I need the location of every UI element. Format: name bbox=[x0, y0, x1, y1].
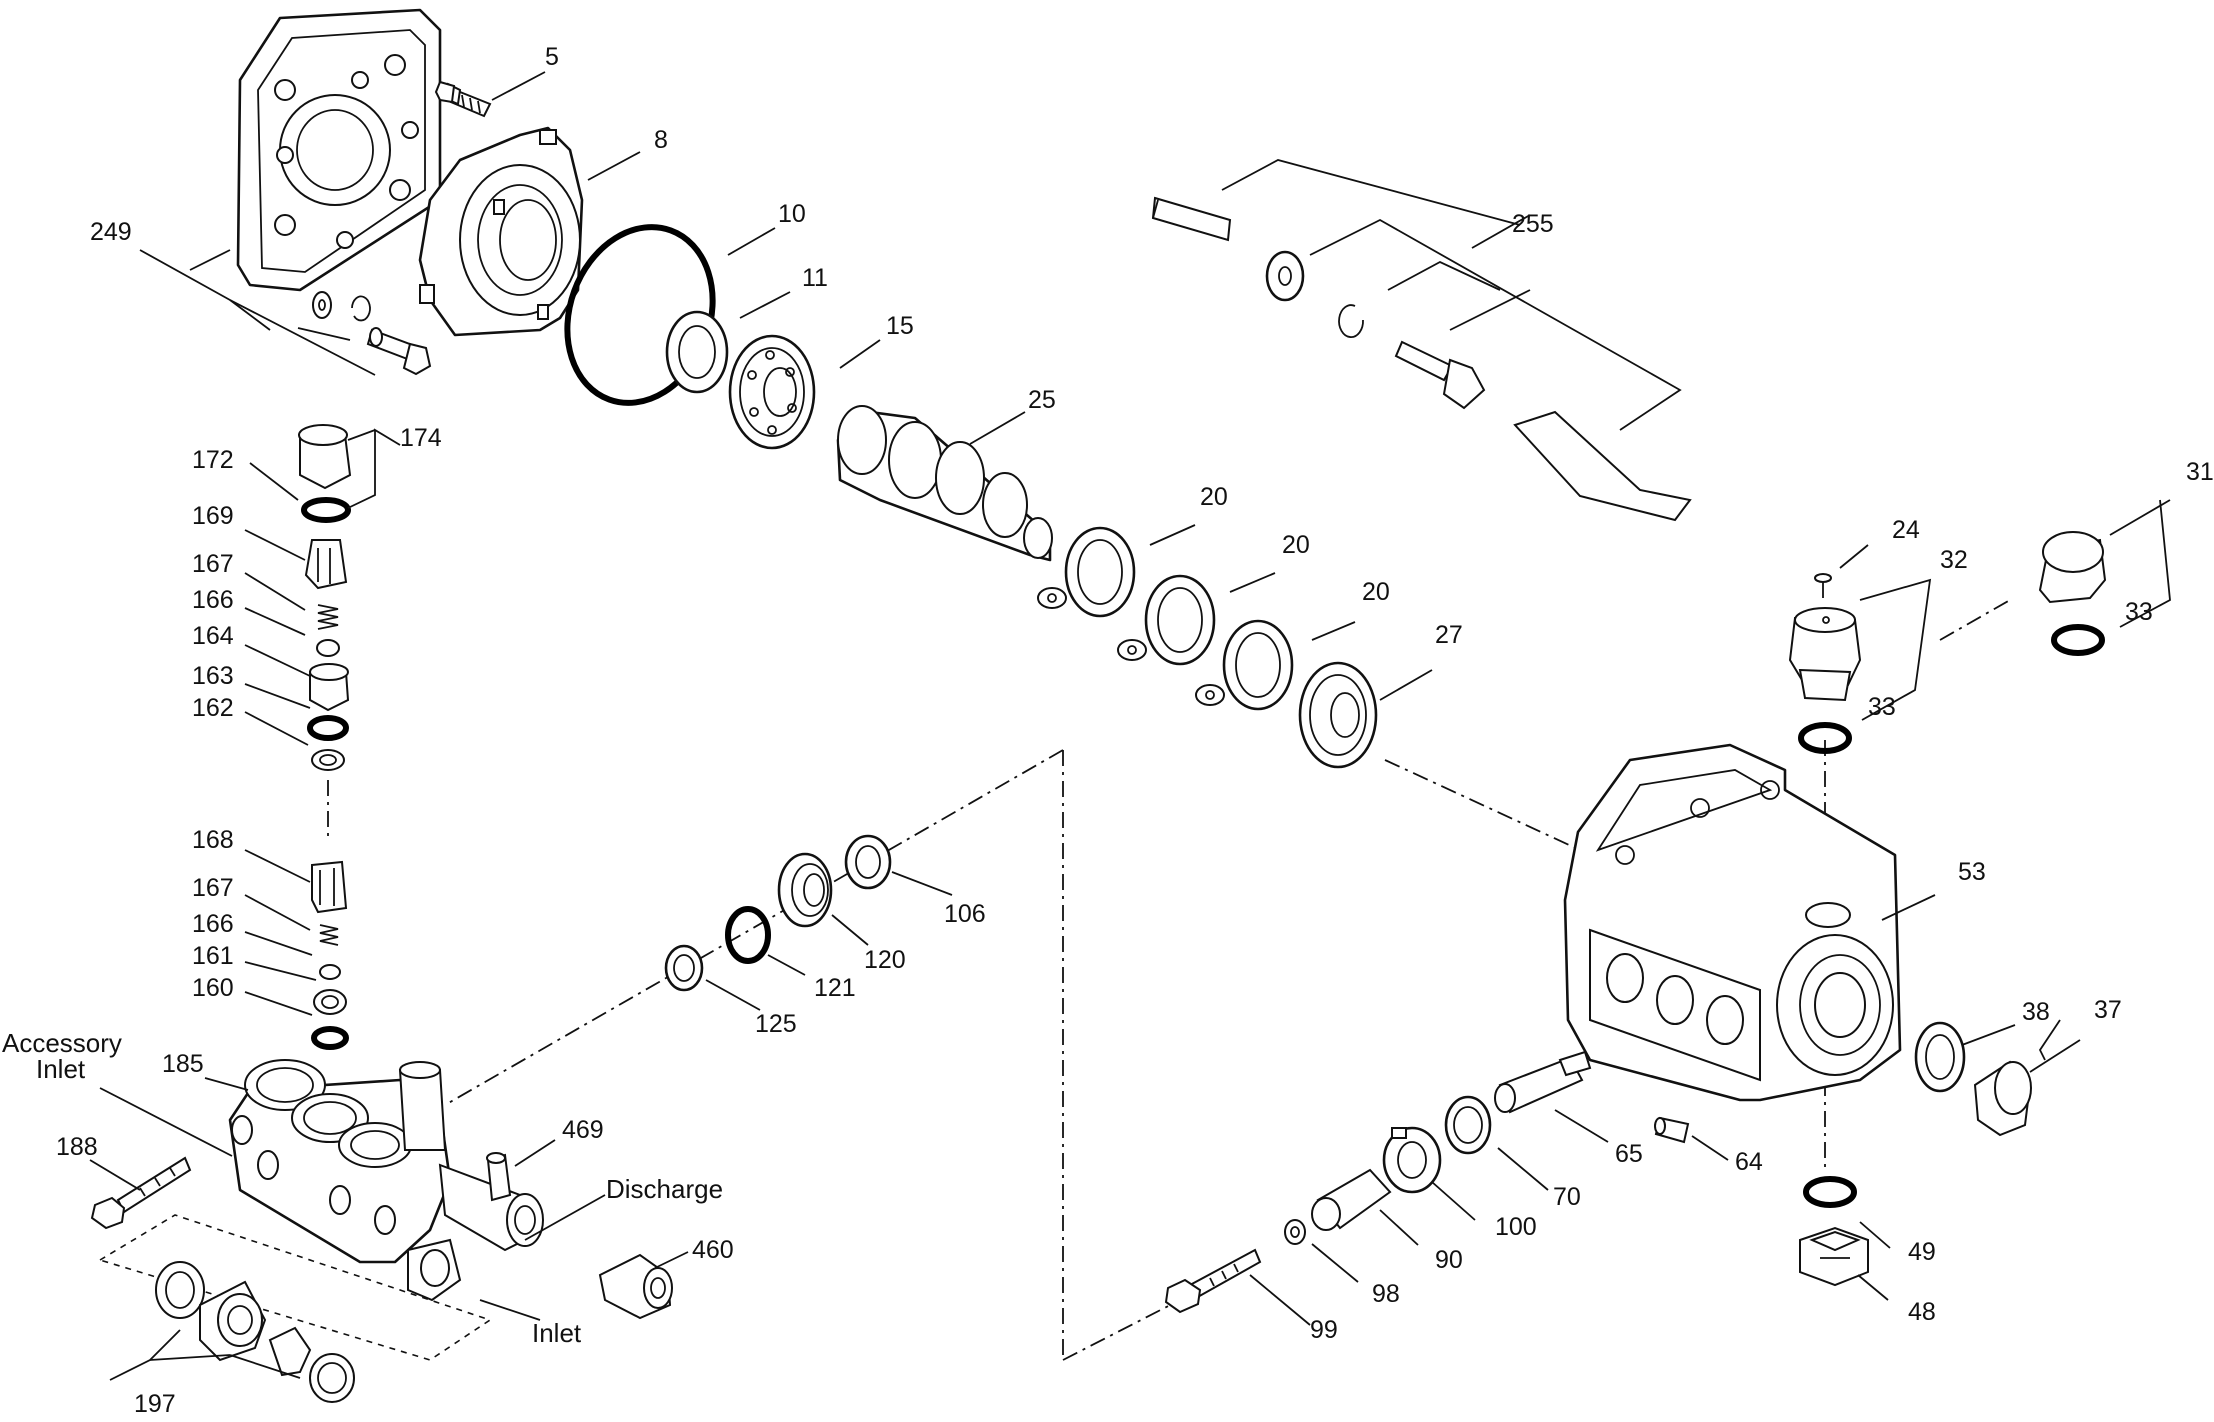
label-15: 15 bbox=[886, 312, 914, 340]
oring-49 bbox=[1803, 1176, 1857, 1208]
label-27: 27 bbox=[1435, 621, 1463, 649]
fitting-469 bbox=[486, 1152, 512, 1202]
label-33-a: 33 bbox=[2125, 598, 2153, 626]
plunger-90 bbox=[1311, 1168, 1392, 1231]
bearing-15 bbox=[728, 334, 816, 450]
label-49: 49 bbox=[1908, 1238, 1936, 1266]
end-cover-plate-249 bbox=[236, 8, 442, 292]
bolt-188 bbox=[90, 1156, 192, 1230]
valve-stack bbox=[298, 424, 352, 1050]
bolt-5 bbox=[434, 80, 492, 118]
label-90: 90 bbox=[1435, 1246, 1463, 1274]
cover-bolt-washer-set bbox=[312, 291, 432, 376]
label-25: 25 bbox=[1028, 386, 1056, 414]
label-185: 185 bbox=[162, 1050, 204, 1078]
kit-255 bbox=[1151, 196, 1692, 522]
drain-plug-48 bbox=[1799, 1226, 1869, 1287]
cam-ring-20-b bbox=[1117, 574, 1216, 666]
label-98: 98 bbox=[1372, 1280, 1400, 1308]
label-249: 249 bbox=[90, 218, 132, 246]
label-38: 38 bbox=[2022, 998, 2050, 1026]
crankcase-53 bbox=[1563, 743, 1902, 1102]
plunger-bolt-99 bbox=[1164, 1248, 1262, 1314]
label-162: 162 bbox=[192, 694, 234, 722]
bearing-flange-8 bbox=[418, 126, 584, 337]
label-197: 197 bbox=[134, 1390, 176, 1418]
oring-33-a bbox=[2051, 624, 2105, 656]
label-70: 70 bbox=[1553, 1183, 1581, 1211]
label-188: 188 bbox=[56, 1133, 98, 1161]
label-10: 10 bbox=[778, 200, 806, 228]
label-167-b: 167 bbox=[192, 874, 234, 902]
label-166-a: 166 bbox=[192, 586, 234, 614]
part-number-labels: 5 8 10 11 15 249 25 255 20 20 20 27 24 3… bbox=[2, 43, 2214, 1418]
label-accessory: Accessory bbox=[2, 1028, 122, 1058]
label-99: 99 bbox=[1310, 1316, 1338, 1344]
label-106: 106 bbox=[944, 900, 986, 928]
pin-64 bbox=[1654, 1116, 1690, 1144]
seal-retainer-120 bbox=[777, 852, 833, 928]
label-160: 160 bbox=[192, 974, 234, 1002]
label-11: 11 bbox=[802, 264, 828, 292]
label-64: 64 bbox=[1735, 1148, 1763, 1176]
label-inlet: Inlet bbox=[532, 1318, 582, 1348]
label-172: 172 bbox=[192, 446, 234, 474]
bearing-27 bbox=[1298, 661, 1378, 769]
label-174: 174 bbox=[400, 424, 442, 452]
washer-98 bbox=[1284, 1219, 1306, 1245]
label-53: 53 bbox=[1958, 858, 1986, 886]
leader-lines bbox=[89, 71, 2171, 1381]
label-100: 100 bbox=[1495, 1213, 1537, 1241]
cam-ring-20-c bbox=[1195, 619, 1294, 711]
label-65: 65 bbox=[1615, 1140, 1643, 1168]
label-8: 8 bbox=[654, 126, 668, 154]
label-167-a: 167 bbox=[192, 550, 234, 578]
washer-70 bbox=[1444, 1095, 1492, 1155]
oring-33-b bbox=[1798, 722, 1852, 754]
vent-pin-24 bbox=[1814, 573, 1832, 598]
nipple-460 bbox=[598, 1253, 673, 1320]
label-5: 5 bbox=[545, 43, 559, 71]
label-120: 120 bbox=[864, 946, 906, 974]
label-20-b: 20 bbox=[1282, 531, 1310, 559]
manifold-185 bbox=[228, 1059, 544, 1302]
label-31: 31 bbox=[2186, 458, 2214, 486]
label-125: 125 bbox=[755, 1010, 797, 1038]
seal-11 bbox=[665, 310, 729, 394]
label-161: 161 bbox=[192, 942, 234, 970]
label-168: 168 bbox=[192, 826, 234, 854]
inlet-kit-197 bbox=[98, 1214, 492, 1403]
seal-106 bbox=[844, 834, 892, 890]
drain-plug-37 bbox=[1973, 1060, 2032, 1137]
label-32: 32 bbox=[1940, 546, 1968, 574]
label-20-c: 20 bbox=[1362, 578, 1390, 606]
oil-cap-32 bbox=[1788, 607, 1862, 702]
plunger-rod-65 bbox=[1494, 1050, 1592, 1114]
label-discharge: Discharge bbox=[606, 1174, 723, 1204]
seal-125 bbox=[664, 944, 704, 992]
label-24: 24 bbox=[1892, 516, 1920, 544]
cam-ring-20-a bbox=[1037, 526, 1136, 618]
label-48: 48 bbox=[1908, 1298, 1936, 1326]
label-255: 255 bbox=[1512, 210, 1554, 238]
label-460: 460 bbox=[692, 1236, 734, 1264]
label-121: 121 bbox=[814, 974, 856, 1002]
label-469: 469 bbox=[562, 1116, 604, 1144]
label-169: 169 bbox=[192, 502, 234, 530]
label-33-b: 33 bbox=[1868, 693, 1896, 721]
camshaft-25 bbox=[836, 405, 1053, 562]
breather-plug-31 bbox=[2038, 531, 2107, 604]
label-163: 163 bbox=[192, 662, 234, 690]
seal-retainer-100 bbox=[1382, 1126, 1442, 1194]
label-20-a: 20 bbox=[1200, 483, 1228, 511]
label-37: 37 bbox=[2094, 996, 2122, 1024]
label-166-b: 166 bbox=[192, 910, 234, 938]
seal-38 bbox=[1914, 1021, 1966, 1093]
oring-121 bbox=[725, 906, 771, 964]
label-accessory-inlet: Inlet bbox=[36, 1054, 86, 1084]
label-164: 164 bbox=[192, 622, 234, 650]
